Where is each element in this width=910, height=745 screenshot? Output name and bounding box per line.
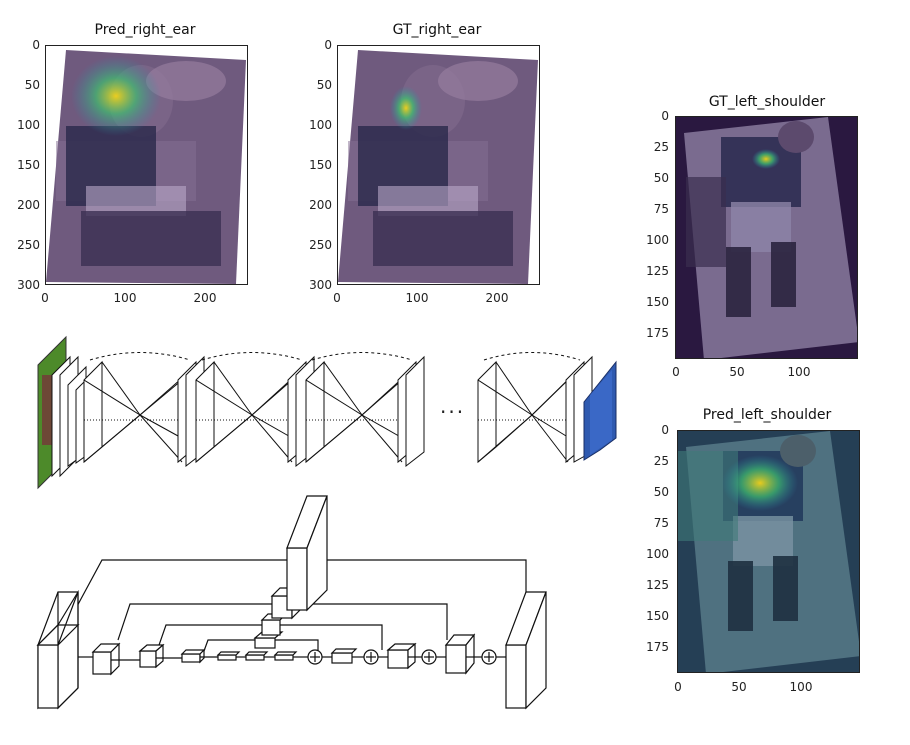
y-tick-label: 0 [661, 423, 669, 437]
y-tick-label: 50 [24, 78, 40, 92]
x-tick-label: 0 [41, 291, 49, 305]
ellipsis-label: ··· [440, 400, 466, 424]
x-tick-label: 0 [672, 365, 680, 379]
y-tick-label: 100 [646, 233, 669, 247]
panel-title: GT_left_shoulder [708, 94, 826, 110]
y-tick-label: 200 [17, 198, 40, 212]
y-tick-label: 50 [653, 485, 669, 499]
x-tick-label: 200 [193, 291, 217, 305]
x-tick-label: 200 [485, 291, 509, 305]
x-tick-label: 50 [731, 680, 747, 694]
y-tick-label: 75 [653, 202, 669, 216]
y-tick-label: 50 [316, 78, 332, 92]
panel-title: Pred_right_ear [94, 22, 196, 38]
y-tick-label: 175 [646, 640, 669, 654]
gt-left-shoulder-image [675, 116, 858, 359]
x-tick-label: 100 [405, 291, 429, 305]
y-tick-label: 250 [309, 238, 332, 252]
y-tick-label: 300 [309, 278, 332, 292]
pred-left-shoulder-image [677, 430, 860, 673]
y-tick-label: 250 [17, 238, 40, 252]
y-tick-label: 175 [646, 326, 669, 340]
y-tick-label: 100 [309, 118, 332, 132]
hourglass-module-3 [305, 352, 425, 468]
y-tick-label: 125 [646, 578, 669, 592]
panel-title: Pred_left_shoulder [702, 407, 832, 423]
x-tick-label: 50 [729, 365, 745, 379]
y-tick-label: 150 [17, 158, 40, 172]
panel-title: GT_right_ear [392, 22, 482, 38]
x-tick-label: 0 [674, 680, 682, 694]
y-tick-label: 25 [653, 454, 669, 468]
y-tick-label: 300 [17, 278, 40, 292]
y-tick-label: 100 [17, 118, 40, 132]
y-tick-label: 150 [646, 609, 669, 623]
y-tick-label: 0 [32, 38, 40, 52]
y-tick-label: 150 [646, 295, 669, 309]
x-tick-label: 100 [787, 365, 811, 379]
x-tick-label: 100 [789, 680, 813, 694]
y-tick-label: 50 [653, 171, 669, 185]
x-tick-label: 0 [333, 291, 341, 305]
y-tick-label: 75 [653, 516, 669, 530]
upsample-blocks [330, 633, 476, 675]
decoder-block [505, 591, 547, 710]
y-tick-label: 0 [324, 38, 332, 52]
plus-nodes [307, 649, 497, 665]
y-tick-label: 100 [646, 547, 669, 561]
bottleneck-stack [253, 495, 328, 649]
y-tick-label: 150 [309, 158, 332, 172]
pool-blocks [91, 642, 298, 676]
gt-right-ear-image [337, 45, 540, 285]
trunk-line [78, 656, 506, 661]
y-tick-label: 0 [661, 109, 669, 123]
y-tick-label: 25 [653, 140, 669, 154]
x-tick-label: 100 [113, 291, 137, 305]
encoder-block [36, 589, 80, 710]
pred-right-ear-image [45, 45, 248, 285]
y-tick-label: 125 [646, 264, 669, 278]
y-tick-label: 200 [309, 198, 332, 212]
